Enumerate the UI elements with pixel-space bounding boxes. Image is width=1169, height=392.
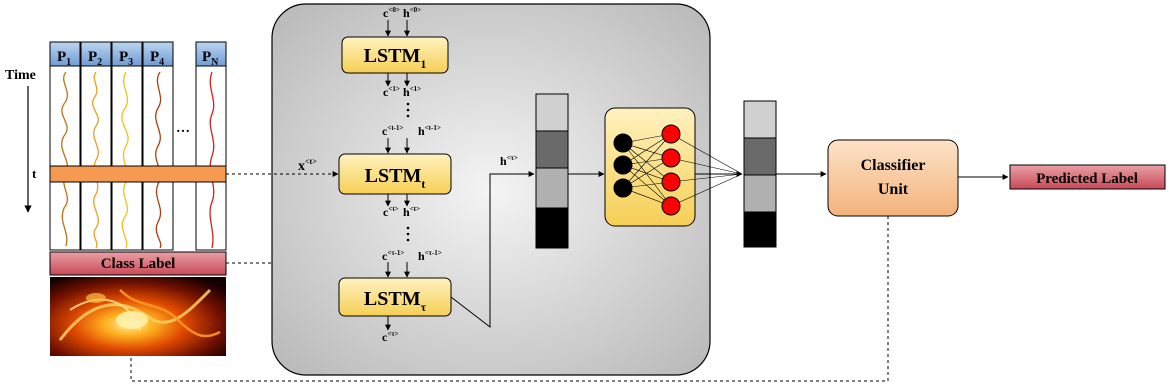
nn-edge [670,157,743,175]
svg-text:P3: P3 [119,49,133,68]
lstm-1-in-h: h<0> [403,6,421,20]
input-x-label: x<t> [298,157,317,174]
nn-hidden-neuron [661,124,681,144]
param-header-labels: P1 P2 P3 P4 PN [57,49,219,68]
nn-input-neuron [613,178,633,198]
lstm-1-in-c: c<0> [383,6,400,20]
lstm-1-title: LSTM1 [364,45,427,71]
lstm-t-in-h: h<t-1> [418,124,441,138]
waveform-n [209,71,215,249]
lstm-cell-1 [341,36,449,74]
nn-input-neuron [613,155,633,175]
nn-edge [670,173,743,183]
nn-hidden-neuron [661,148,681,168]
nn-edge [622,133,672,166]
nn-input-neuron [613,133,633,153]
class-label-text: Class Label [101,256,176,272]
classifier-unit-box [827,139,959,217]
nn-edge [670,133,743,175]
sequence-ellipsis [406,102,410,242]
svg-text:P2: P2 [88,49,102,68]
lstm-cell-t [338,153,452,195]
hidden-output-path [450,171,535,329]
lstm-state-arrows [385,20,410,331]
lstm-tau-in-c: c<τ-1> [382,249,404,263]
lstm-t-in-c: c<t-1> [382,124,403,138]
waveform-4 [155,71,162,249]
param-column-4 [142,65,174,251]
nn-edge [622,133,672,189]
time-step-band [49,165,227,183]
svg-text:PN: PN [202,49,219,68]
lstm-tau-out-c: c<τ> [382,330,399,344]
lstm-1-out-c: c<1> [383,85,400,99]
lstm-tau-in-h: h<τ-1> [418,249,442,263]
nn-edge [622,142,672,207]
lstm-tau-title: LSTMτ [364,288,427,314]
nn-edge [670,173,743,207]
waveform-2 [92,71,99,249]
param-header-p1 [49,41,81,67]
param-column-2 [80,65,112,251]
hidden-output-label: h<τ> [500,154,518,168]
time-step-marker: t [32,166,37,181]
nn-hidden-neuron [661,196,681,216]
classifier-line-1: Classifier [861,157,926,174]
feature-vector-1 [535,93,569,249]
time-series-panel [49,41,227,251]
svg-text:P1: P1 [57,49,71,68]
nn-neurons [613,124,681,216]
solar-flare-image [50,277,226,356]
param-header-p4 [142,41,174,67]
lstm-t-out-c: c<t> [383,205,399,219]
classifier-line-2: Unit [878,181,909,198]
nn-edge [622,164,672,207]
time-axis-label: Time [5,68,36,83]
lstm-1-out-h: h<1> [403,85,421,99]
feature-vector-2 [743,100,777,248]
param-ellipsis: … [176,121,190,136]
svg-text:P4: P4 [150,49,164,68]
predicted-label-box [1009,164,1166,190]
waveform-1 [61,71,69,247]
nn-hidden-neuron [661,172,681,192]
lstm-t-title: LSTMt [365,165,426,191]
lstm-t-out-h: h<t> [403,205,420,219]
waveform-3 [121,71,129,249]
predicted-label-text: Predicted Label [1036,171,1138,187]
nn-edge [622,142,672,183]
